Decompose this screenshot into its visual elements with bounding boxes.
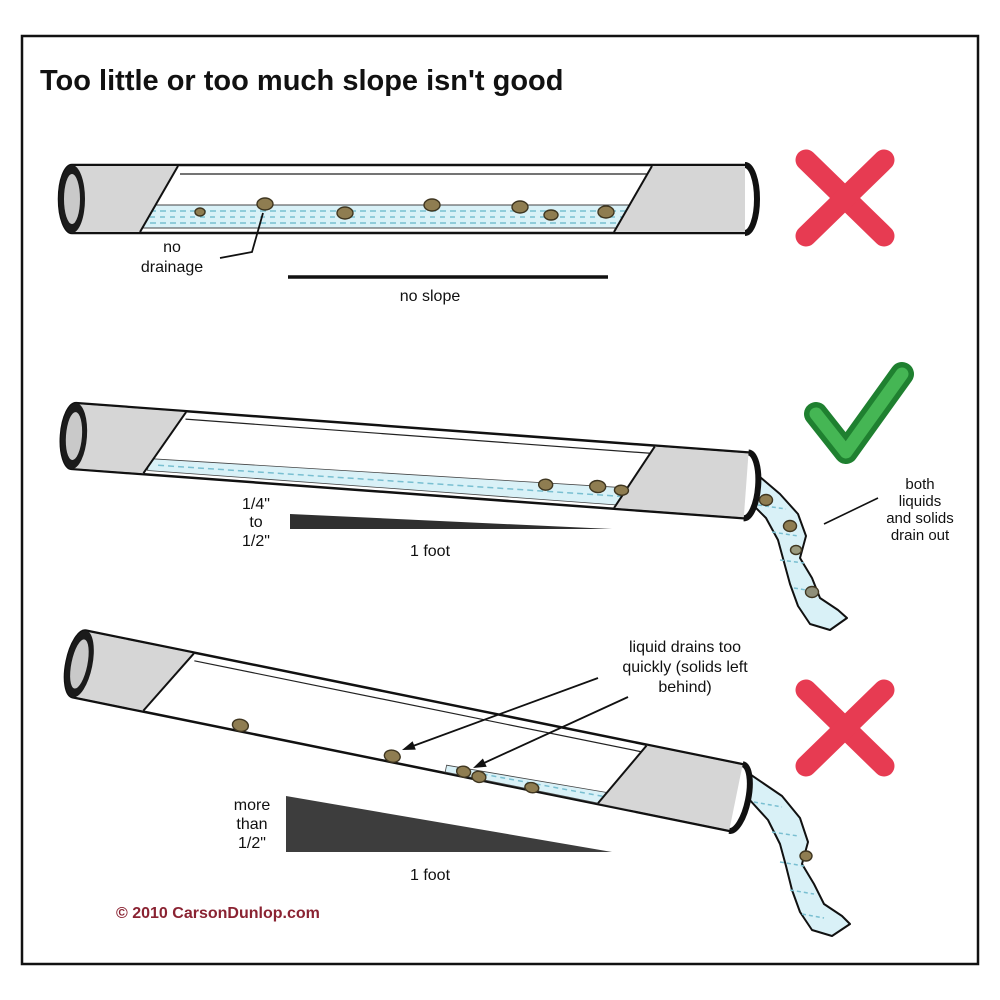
- water-texture: [157, 464, 638, 499]
- slope-min-label: 1/4": [242, 496, 270, 513]
- note-label-3: behind): [658, 679, 711, 696]
- outcome-label-3: and solids: [886, 510, 954, 527]
- slope-more-label: more: [234, 797, 271, 814]
- pipe-end-rim: [744, 162, 760, 236]
- note-arrow-line: [412, 677, 599, 747]
- solid-waste: [758, 493, 774, 507]
- pipe-no-slope: [57, 162, 760, 236]
- sleeve-edge: [139, 165, 179, 233]
- solid-waste: [799, 850, 813, 862]
- solid-waste: [231, 718, 250, 733]
- pipe-correct-slope: [59, 401, 762, 522]
- solid-waste: [782, 519, 798, 533]
- cross-stroke: [795, 679, 895, 777]
- solid-waste: [543, 209, 559, 221]
- solid-waste: [537, 478, 554, 491]
- sleeve-edge: [597, 745, 648, 804]
- water-texture: [771, 831, 799, 837]
- note-arrow-line: [483, 696, 629, 764]
- solid-waste: [804, 585, 820, 599]
- run-label: 1 foot: [410, 543, 451, 560]
- pipe-right-sleeve: [614, 446, 749, 518]
- solid-waste: [471, 770, 487, 784]
- no-drainage-label-1: no: [163, 239, 181, 256]
- note-label-2: quickly (solids left: [622, 659, 748, 676]
- panel-too-much-slope: liquid drains too quickly (solids left b…: [63, 629, 895, 937]
- slope-than-label: than: [236, 816, 267, 833]
- outcome-label-2: liquids: [899, 493, 942, 510]
- solid-waste: [613, 484, 630, 496]
- red-cross-icon: [795, 679, 895, 777]
- no-drainage-pointer-line: [219, 212, 264, 259]
- pipe-left-sleeve: [72, 166, 178, 232]
- solid-waste: [511, 200, 529, 214]
- note-label-1: liquid drains too: [629, 639, 741, 656]
- sleeve-edge: [142, 411, 187, 474]
- solid-waste: [194, 207, 206, 217]
- outflow-stream-good: [735, 459, 848, 631]
- diagram-title: Too little or too much slope isn't good: [40, 65, 564, 97]
- solid-waste: [588, 479, 607, 494]
- sleeve-edge: [613, 446, 656, 509]
- slope-wedge-small: [290, 514, 612, 529]
- solid-waste: [524, 781, 540, 794]
- red-cross-icon: [795, 149, 895, 247]
- no-slope-label: no slope: [400, 288, 461, 305]
- water-texture: [801, 913, 825, 919]
- pipe-right-sleeve: [614, 166, 745, 232]
- pipe-left-sleeve: [71, 404, 187, 474]
- pipe-end-rim: [743, 449, 762, 522]
- green-check-icon: [804, 362, 914, 464]
- solid-waste: [383, 749, 401, 763]
- slope-max-label: 1/2": [242, 533, 270, 550]
- slope-half-label: 1/2": [238, 835, 266, 852]
- no-drainage-label-2: drainage: [141, 259, 203, 276]
- pipe-right-sleeve: [598, 745, 743, 830]
- pipe-inner-wall: [194, 660, 644, 753]
- outcome-label-1: both: [905, 476, 934, 493]
- solid-waste: [789, 544, 803, 556]
- water-texture: [757, 504, 787, 510]
- solid-waste: [336, 206, 354, 220]
- pipe-mouth-inner: [65, 412, 83, 460]
- solid-waste: [423, 198, 441, 212]
- outcome-pointer-line: [823, 497, 879, 525]
- pipe-mouth-inner: [70, 639, 89, 689]
- note-arrowhead: [402, 741, 416, 750]
- panel-correct-slope: 1/4" to 1/2" 1 foot both liquids and sol…: [59, 362, 954, 631]
- pipe-inner-wall: [185, 418, 651, 454]
- check-stroke: [809, 367, 909, 459]
- outcome-label-4: drain out: [891, 527, 950, 544]
- pipe-left-sleeve: [72, 631, 194, 711]
- water-texture: [753, 801, 783, 808]
- run-label: 1 foot: [410, 867, 451, 884]
- slope-wedge-large: [286, 796, 612, 852]
- pipe-too-much-slope: [63, 629, 753, 834]
- copyright-text: © 2010 CarsonDunlop.com: [116, 905, 320, 922]
- pipe-end-rim: [728, 761, 753, 834]
- pipe-mouth-inner: [64, 174, 80, 224]
- note-arrowhead: [473, 758, 487, 768]
- stream-shape: [731, 765, 851, 937]
- sleeve-edge: [613, 165, 653, 233]
- solid-waste: [597, 205, 615, 219]
- slope-joiner-label: to: [249, 514, 262, 531]
- panel-no-slope: no drainage no slope: [57, 149, 895, 305]
- solid-waste: [256, 197, 274, 211]
- water-texture: [771, 531, 799, 537]
- outflow-stream-steep: [731, 765, 851, 937]
- solid-waste: [455, 765, 472, 778]
- cross-stroke: [795, 149, 895, 247]
- sleeve-edge: [142, 652, 195, 712]
